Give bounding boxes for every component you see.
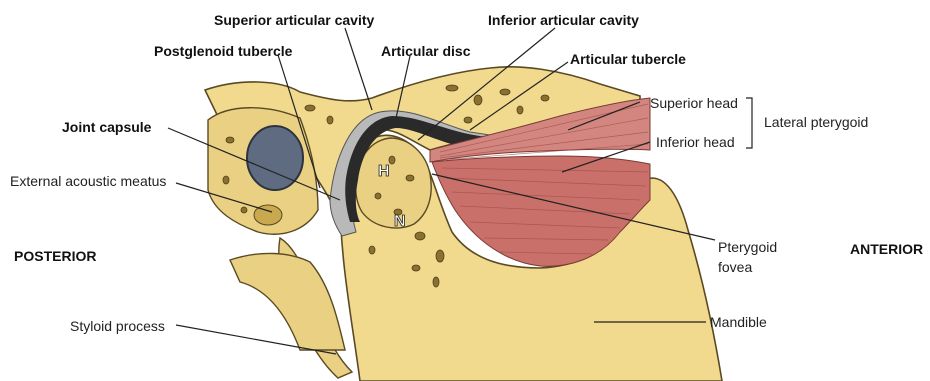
lateral-pterygoid-label: Lateral pterygoid: [764, 114, 868, 130]
posterior-label: POSTERIOR: [14, 248, 96, 264]
head-letter: H: [378, 163, 390, 180]
mandible-label: Mandible: [710, 314, 767, 330]
articular-disc-label: Articular disc: [381, 43, 471, 59]
external-acoustic-meatus-label: External acoustic meatus: [10, 173, 166, 189]
articular-tubercle-label: Articular tubercle: [570, 51, 686, 67]
superior-articular-cavity-label: Superior articular cavity: [214, 12, 375, 28]
anterior-label: ANTERIOR: [850, 241, 923, 257]
posterior-lower-bone: [230, 253, 345, 350]
postglenoid-tubercle-label: Postglenoid tubercle: [154, 43, 293, 59]
inferior-head-label: Inferior head: [656, 134, 735, 150]
joint-capsule-label: Joint capsule: [62, 119, 152, 135]
inferior-articular-cavity-label: Inferior articular cavity: [488, 12, 639, 28]
pterygoid-fovea-label-line2: fovea: [718, 259, 752, 275]
styloid-process-label: Styloid process: [70, 318, 165, 334]
pterygoid-fovea-label-line1: Pterygoid: [718, 239, 777, 255]
neck-letter: N: [394, 213, 406, 230]
superior-head-label: Superior head: [650, 95, 738, 111]
